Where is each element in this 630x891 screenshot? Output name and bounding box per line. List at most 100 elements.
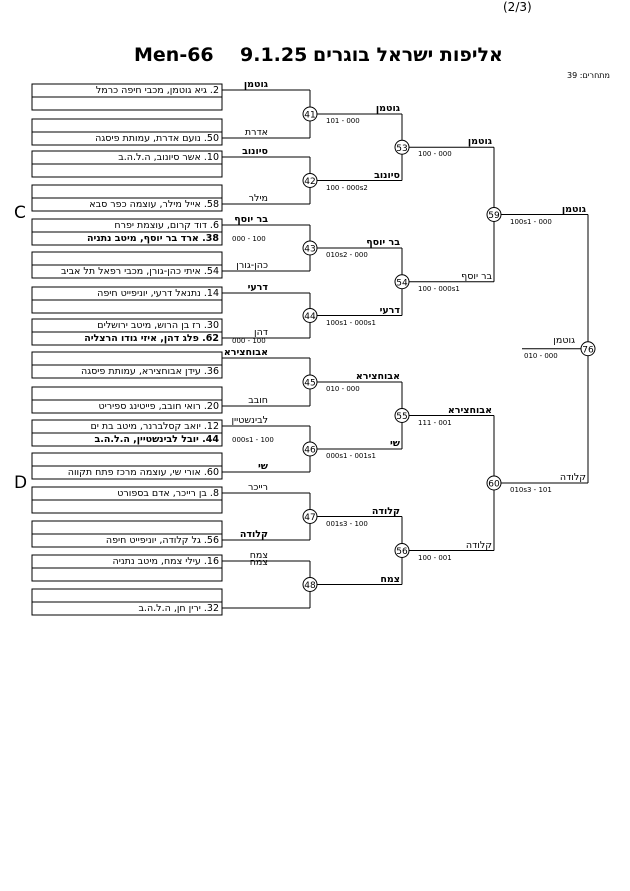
advancing-name: אבוחצירא	[447, 404, 492, 416]
competitor-entry: 50. נועם אדרת, עמותת פיסגה	[95, 133, 219, 144]
competitor-entry: 8. בן רייכר, אדם בספורט	[117, 488, 219, 499]
advancing-name: סיונוב	[242, 146, 268, 157]
competitor-entry: 2. גיא גוטמן, מכבי חיפה כרמל	[95, 85, 219, 96]
competitor-entry: 12. יואב קסלברנר, מיטב בת ים	[90, 421, 219, 432]
advancing-name: גוטמן	[243, 79, 268, 90]
advancing-name: שי	[389, 438, 400, 449]
advancing-name: אדרת	[244, 127, 268, 138]
competitor-entry: 32. ירין חן, ה.ל.ה.ב	[138, 603, 219, 614]
competitor-entry: 14. נתנאל דרעי, יוניפייט חיפה	[97, 288, 219, 299]
match-circle-number: 41	[304, 111, 315, 121]
advancing-name: צמח	[249, 550, 268, 561]
entry-box	[31, 163, 223, 178]
match-circle-number: 59	[488, 211, 500, 221]
match-circle-number: 47	[304, 513, 315, 523]
competitor-entry: 58. אייל מילר, עוצמה כפר סבא	[89, 199, 219, 210]
pool-c-label: C	[14, 203, 26, 223]
advancing-name: קלודה	[371, 505, 400, 517]
match-score: 100 - 000s2	[326, 183, 368, 192]
advancing-name: צמח	[380, 573, 400, 585]
advancing-name: לבינשטיין	[231, 415, 268, 426]
advancing-name: דהן	[254, 327, 268, 338]
advancing-name: מילר	[248, 193, 268, 204]
match-score: 100s1 - 000s1	[326, 318, 376, 327]
match-score: 000 - 100	[232, 337, 266, 345]
match-circle-number: 45	[304, 379, 315, 389]
entry-box	[31, 364, 223, 379]
entry-box	[31, 499, 223, 514]
match-score: 000s1 - 001s1	[326, 452, 376, 460]
advancing-name: גוטמן	[561, 203, 586, 215]
competitor-entry: 44. יובל לבינשטיין, ה.ל.ה.ב	[94, 434, 219, 445]
advancing-name: בר יוסף	[234, 214, 268, 225]
match-circle-number: 55	[396, 412, 407, 422]
advancing-name: קלודה	[559, 472, 586, 483]
competitor-entry: 6. דוד קרום, עוצמת יפרח	[114, 220, 219, 231]
match-circle-number: 46	[304, 446, 316, 456]
match-score: 111 - 001	[418, 418, 452, 427]
match-score: 100 - 000s1	[418, 284, 460, 293]
competitor-count: מתחרים: 39	[567, 71, 610, 80]
advancing-name: אבוחצירא	[223, 347, 268, 358]
entry-box	[31, 184, 223, 199]
advancing-name: דרעי	[247, 282, 268, 293]
advancing-name: קלודה	[239, 529, 268, 540]
champion-name: גוטמן	[553, 334, 575, 346]
tournament-title: אליפות ישראל בוגרים	[313, 44, 503, 66]
match-circle-number: 54	[396, 278, 408, 288]
entry-box	[31, 351, 223, 366]
match-score: 010 - 000	[326, 385, 360, 393]
match-score: 000s1 - 100	[232, 436, 274, 444]
entry-box	[31, 299, 223, 314]
match-circle-number: 44	[304, 312, 316, 322]
advancing-name: בר יוסף	[461, 270, 492, 282]
final-score: 010 - 000	[524, 351, 558, 360]
pool-d-label: D	[14, 473, 28, 493]
competitor-entry: 30. רז בן הרוש, מיטב ירושלים	[97, 320, 219, 331]
match-score: 101 - 000	[326, 117, 360, 125]
advancing-name: גוטמן	[467, 136, 492, 148]
advancing-name: כהן-גורן	[236, 260, 268, 271]
match-score: 001s3 - 100	[326, 519, 368, 528]
entry-box	[31, 251, 223, 266]
entry-box	[31, 118, 223, 133]
match-score: 100 - 000	[418, 150, 452, 159]
entry-box	[31, 432, 223, 447]
competitor-entry: 10. אשר סיונוב, ה.ל.ה.ב	[118, 152, 219, 163]
match-circle-number: 56	[396, 547, 408, 557]
competitor-entry: 60. אורי שי, עוצמה מרכז פתח תקווה	[67, 467, 219, 478]
match-circle-number: 60	[488, 480, 500, 490]
advancing-name: גוטמן	[375, 103, 400, 114]
competitor-entry: 56. גל קלודה, יוניפייט חיפה	[105, 535, 219, 546]
advancing-name: אבוחצירא	[355, 371, 400, 382]
entry-box	[31, 386, 223, 401]
match-circle-number: 48	[304, 581, 316, 591]
entry-box	[31, 452, 223, 467]
match-circle-number: 53	[396, 144, 407, 154]
entry-box	[31, 231, 223, 246]
match-score: 000 - 100	[232, 235, 266, 243]
weight-category: Men-66	[134, 44, 214, 66]
advancing-name: סיונוב	[374, 169, 400, 181]
page-number: (2/3)	[503, 0, 532, 14]
match-score: 010s2 - 000	[326, 251, 368, 259]
competitor-entry: 36. עידן אבוחצירא, עמותת פיסגה	[81, 366, 219, 377]
advancing-name: חובב	[248, 395, 268, 406]
entry-box	[31, 520, 223, 535]
competitor-entry: 20. רואי חובב, פייטינג ספיריט	[98, 401, 219, 412]
advancing-name: קלודה	[465, 539, 492, 551]
competitor-entry: 38. ארד בר יוסף, מיטב נתניה	[87, 233, 219, 244]
match-score: 100s1 - 000	[510, 217, 552, 226]
advancing-name: בר יוסף	[366, 237, 400, 248]
competitor-entry: 54. איתי כהן-גורן, מכבי רפאל תל אביב	[60, 266, 219, 277]
event-date: 9.1.25	[240, 44, 308, 66]
match-score: 100 - 001	[418, 553, 452, 562]
advancing-name: שי	[257, 461, 268, 472]
match-score: 010s3 - 101	[510, 486, 552, 494]
final-circle-number: 76	[582, 345, 594, 355]
advancing-name: דרעי	[379, 304, 400, 316]
entry-box	[31, 96, 223, 111]
competitor-entry: 62. פלג דהן, איזי גודו הרצליה	[84, 333, 219, 344]
competitor-entry: 16. עילי צמח, מיטב נתניה	[112, 556, 219, 567]
